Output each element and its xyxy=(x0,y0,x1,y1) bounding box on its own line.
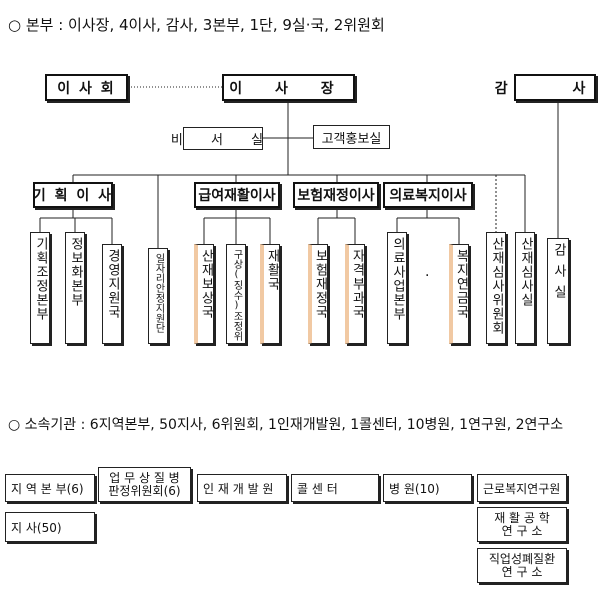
unit-subrogation-committee: 구상(징수)조정위 xyxy=(226,244,246,344)
unit-review-committee: 산재심사위원회 xyxy=(486,232,506,344)
director-insurance: 보험재정이사 xyxy=(293,182,379,208)
unit-eligibility-bureau: 자격부과국 xyxy=(345,244,365,344)
main-heading: ○ 본부 : 이사장, 4이사, 감사, 3본부, 1단, 9실·국, 2위원회 xyxy=(8,16,385,34)
unit-rehab-bureau: 재활국 xyxy=(260,244,280,344)
auditor-box: 감 사 xyxy=(495,74,596,101)
hospital-box: 병 원(10) xyxy=(383,474,472,502)
unit-planning-hq: 기획조정본부 xyxy=(30,232,50,344)
call-center-box: 콜 센 터 xyxy=(291,474,379,502)
board-box: 이 사 회 xyxy=(45,74,128,101)
director-medical: 의료복지이사 xyxy=(383,182,473,208)
unit-audit-office: 감사실 xyxy=(547,238,569,344)
rehab-lab-box: 재 활 공 학 연 구 소 xyxy=(477,507,567,542)
unit-management-bureau: 경영지원국 xyxy=(102,244,122,344)
chairman-box: 이 사 장 xyxy=(222,74,355,101)
branch-box: 지 사(50) xyxy=(5,512,95,542)
research-institute-box: 근로복지연구원 xyxy=(477,474,567,502)
talent-institute-box: 인 재 개 발 원 xyxy=(197,474,287,502)
unit-job-support: 일자리안정지원단 xyxy=(148,248,168,344)
occupational-lab-box: 직업성폐질환 연 구 소 xyxy=(477,548,567,583)
customer-office: 고객홍보실 xyxy=(313,125,390,149)
unit-welfare-pension: 복지연금국 xyxy=(449,244,469,344)
unit-compensation-bureau: 산재보상국 xyxy=(194,244,214,344)
committee-box: 업 무 상 질 병 판정위원회(6) xyxy=(98,467,191,502)
sub-heading: ○ 소속기관 : 6지역본부, 50지사, 6위원회, 1인재개발원, 1콜센터… xyxy=(8,417,564,433)
regional-hq-box: 지 역 본 부(6) xyxy=(5,474,95,502)
secretary-office: 비 서 실 xyxy=(171,127,263,150)
unit-insurance-finance: 보험재정국 xyxy=(308,244,328,344)
director-benefits: 급여재활이사 xyxy=(194,182,280,208)
unit-review-office: 산재심사실 xyxy=(515,232,535,344)
unit-info-hq: 정보화본부 xyxy=(65,232,85,344)
dot-mark: · xyxy=(425,268,430,284)
director-planning: 기 획 이 사 xyxy=(33,182,113,208)
unit-medical-hq: 의료사업본부 xyxy=(387,232,407,344)
